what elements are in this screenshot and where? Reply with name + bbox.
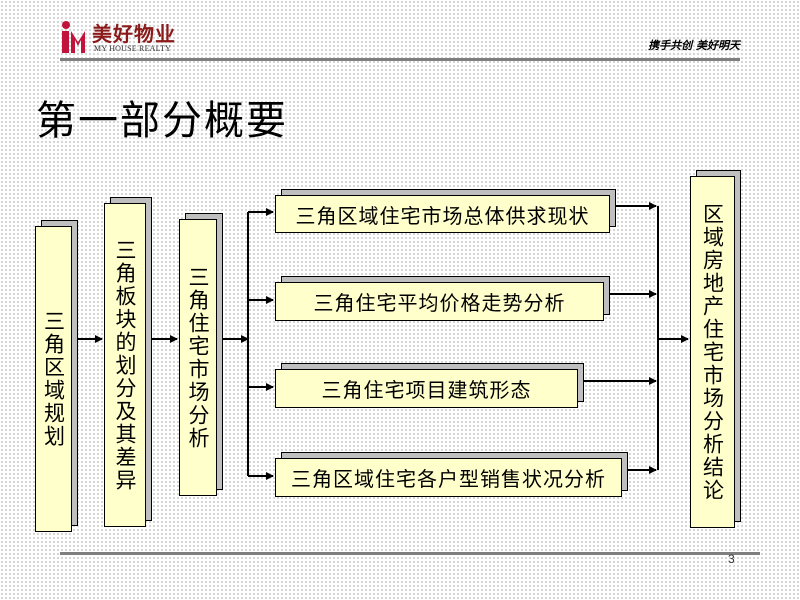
node-conclusion: 区域房地产住宅市场分析结论 <box>690 176 735 528</box>
logo-icon <box>62 21 85 53</box>
brand-name: 美好物业 <box>92 22 176 46</box>
node-sector-division: 三角板块的划分及其差异 <box>104 203 146 527</box>
brand-english-name: MY HOUSE REALTY <box>94 44 172 53</box>
page-number: 3 <box>728 552 735 566</box>
header-divider <box>60 58 740 61</box>
footer-divider <box>60 552 760 555</box>
slogan: 携手共创 美好明天 <box>648 39 740 52</box>
node-housing-market-analysis: 三角住宅市场分析 <box>179 219 217 496</box>
node-building-form: 三角住宅项目建筑形态 <box>275 369 578 408</box>
node-price-trend: 三角住宅平均价格走势分析 <box>275 282 604 321</box>
node-regional-planning: 三角区域规划 <box>35 226 72 532</box>
page-title: 第一部分概要 <box>36 98 288 144</box>
node-unit-type-sales: 三角区域住宅各户型销售状况分析 <box>275 458 622 497</box>
node-supply-demand: 三角区域住宅市场总体供求现状 <box>275 195 610 233</box>
